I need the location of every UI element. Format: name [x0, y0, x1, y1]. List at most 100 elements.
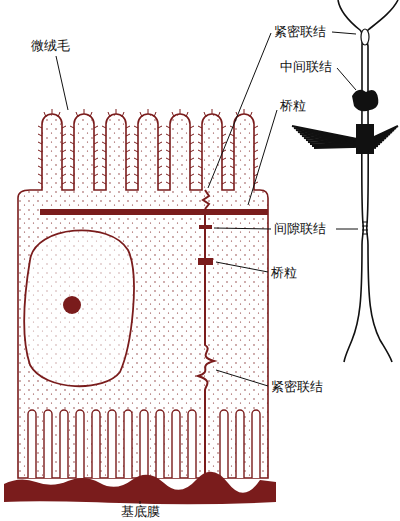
glycocalyx-hair: [254, 166, 258, 168]
glycocalyx-hair: [190, 182, 194, 184]
glycocalyx-hair: [148, 109, 149, 114]
glycocalyx-hair: [250, 112, 252, 117]
glycocalyx-hair: [70, 158, 74, 160]
structure-label: 紧密联结: [270, 379, 324, 394]
cell-body: [18, 109, 268, 478]
gap-junction: [199, 225, 212, 229]
desmosome-plaque: [356, 124, 374, 154]
glycocalyx-hair: [94, 182, 98, 184]
tonofilament: [310, 144, 362, 145]
glycocalyx-hair: [126, 158, 130, 160]
glycocalyx-hair: [58, 112, 60, 117]
glycocalyx-hair: [134, 166, 138, 168]
glycocalyx-hair: [190, 142, 194, 144]
glycocalyx-hair: [190, 126, 194, 128]
glycocalyx-hair: [90, 112, 92, 117]
glycocalyx-hair: [126, 182, 130, 184]
glycocalyx-hair: [52, 109, 53, 114]
desmosome: [198, 258, 213, 265]
glycocalyx-hair: [70, 126, 74, 128]
junction-schematic: [338, 0, 398, 362]
glycocalyx-hair: [76, 112, 78, 117]
tonofilament: [314, 147, 362, 148]
glycocalyx-hair: [70, 134, 74, 136]
glycocalyx-hair: [102, 182, 106, 184]
glycocalyx-hair: [198, 134, 202, 136]
basal-infolding: [140, 410, 148, 478]
structure-label: 桥粒: [279, 98, 307, 113]
basal-infolding: [188, 410, 196, 478]
glycocalyx-hair: [190, 174, 194, 176]
glycocalyx-hair: [134, 142, 138, 144]
glycocalyx-hair: [190, 134, 194, 136]
glycocalyx-hair: [62, 182, 66, 184]
glycocalyx-hair: [84, 109, 85, 114]
tight-junction-schematic: [361, 29, 369, 45]
basal-infolding: [76, 410, 84, 478]
apical-junction: [203, 190, 209, 209]
glycocalyx-hair: [198, 166, 202, 168]
basal-infolding: [44, 410, 52, 478]
glycocalyx-hair: [230, 182, 234, 184]
glycocalyx-hair: [70, 166, 74, 168]
glycocalyx-hair: [166, 142, 170, 144]
glycocalyx-hair: [172, 112, 174, 117]
glycocalyx-hair: [38, 166, 42, 168]
glycocalyx-hair: [116, 109, 117, 114]
glycocalyx-hair: [254, 158, 258, 160]
basal-infolding: [60, 410, 68, 478]
glycocalyx-hair: [108, 112, 110, 117]
glycocalyx-hair: [102, 126, 106, 128]
glycocalyx-hair: [222, 182, 226, 184]
glycocalyx-hair: [62, 174, 66, 176]
glycocalyx-hair: [38, 134, 42, 136]
glycocalyx-hair: [102, 166, 106, 168]
glycocalyx-hair: [126, 166, 130, 168]
glycocalyx-hair: [166, 134, 170, 136]
chromatin: [24, 230, 134, 386]
glycocalyx-hair: [166, 174, 170, 176]
basal-infolding: [252, 410, 260, 478]
basal-infolding: [124, 410, 132, 478]
glycocalyx-hair: [254, 126, 258, 128]
structure-label: 中间联结: [279, 59, 333, 74]
glycocalyx-hair: [244, 109, 245, 114]
cytoplasm: [18, 114, 268, 478]
glycocalyx-hair: [38, 182, 42, 184]
glycocalyx-hair: [126, 174, 130, 176]
glycocalyx-hair: [198, 158, 202, 160]
glycocalyx-hair: [230, 150, 234, 152]
glycocalyx-hair: [134, 126, 138, 128]
glycocalyx-hair: [154, 112, 156, 117]
glycocalyx-hair: [158, 142, 162, 144]
glycocalyx-hair: [158, 150, 162, 152]
glycocalyx-hair: [254, 134, 258, 136]
glycocalyx-hair: [94, 126, 98, 128]
glycocalyx-hair: [134, 150, 138, 152]
nucleus: [24, 230, 134, 386]
glycocalyx-hair: [140, 112, 142, 117]
structure-label: 桥粒: [270, 265, 298, 280]
glycocalyx-hair: [44, 112, 46, 117]
glycocalyx-hair: [158, 174, 162, 176]
glycocalyx-hair: [190, 150, 194, 152]
glycocalyx-hair: [102, 142, 106, 144]
desmosome-schematic: [292, 124, 398, 154]
structure-label: 微绒毛: [30, 38, 71, 53]
structure-label: 间隙联结: [273, 221, 327, 236]
glycocalyx-hair: [62, 150, 66, 152]
glycocalyx-hair: [190, 158, 194, 160]
glycocalyx-hair: [198, 150, 202, 152]
glycocalyx-hair: [62, 166, 66, 168]
glycocalyx-hair: [230, 166, 234, 168]
glycocalyx-hair: [38, 126, 42, 128]
glycocalyx-hair: [166, 126, 170, 128]
glycocalyx-hair: [94, 166, 98, 168]
glycocalyx-hair: [222, 174, 226, 176]
glycocalyx-hair: [38, 158, 42, 160]
glycocalyx-hair: [62, 134, 66, 136]
glycocalyx-hair: [222, 126, 226, 128]
tonofilament: [308, 142, 362, 145]
